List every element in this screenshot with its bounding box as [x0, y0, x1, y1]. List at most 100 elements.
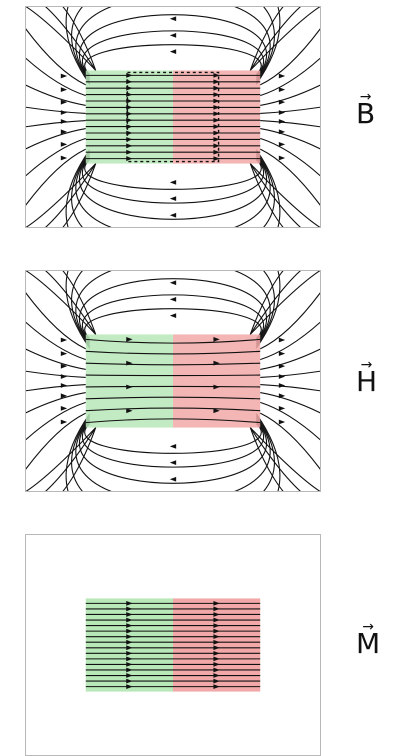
field-arrow: [278, 337, 286, 343]
field-line-corner: [62, 163, 97, 227]
field-line-right: [260, 57, 320, 97]
outer-field-lines: [26, 7, 320, 227]
field-arrow: [126, 384, 133, 390]
field-arrow: [126, 656, 133, 662]
field-arrow: [169, 16, 177, 22]
field-line-right: [259, 412, 320, 470]
outer-field-lines: [26, 271, 320, 491]
vector-arrow: →: [360, 357, 373, 373]
field-arrow: [213, 143, 220, 149]
field-arrow: [126, 673, 133, 678]
field-arrow: [213, 73, 220, 78]
magnetization-panel: [25, 534, 321, 756]
field-line-left: [26, 28, 87, 86]
field-arrow: [213, 650, 220, 656]
field-arrow: [213, 673, 220, 678]
field-line-top: [75, 7, 271, 81]
field-line-bottom: [84, 423, 262, 454]
field-arrow: [213, 156, 220, 161]
field-arrow: [126, 623, 133, 628]
field-arrow: [60, 383, 68, 388]
field-arrow: [213, 667, 220, 673]
magnet-south-half: [85, 334, 173, 428]
magnetization-label: → M: [356, 619, 381, 660]
field-arrow: [213, 149, 220, 155]
magnet-south-half: [85, 598, 173, 692]
field-line-corner: [26, 271, 97, 335]
field-line-right: [260, 321, 320, 361]
field-arrow: [60, 99, 68, 105]
field-arrow: [169, 296, 177, 302]
field-arrow: [60, 73, 68, 79]
field-line-corner: [249, 163, 302, 227]
b-field-panel: [25, 6, 321, 228]
field-line-left: [26, 148, 87, 206]
field-line-right: [259, 28, 320, 86]
field-arrow: [126, 617, 133, 623]
h-field-label: → H: [356, 357, 378, 398]
field-arrow: [278, 351, 286, 357]
field-line-right: [260, 137, 320, 177]
field-line-corner: [249, 271, 320, 335]
field-line-corner: [249, 7, 320, 71]
field-line-left: [26, 412, 87, 470]
field-arrow: [213, 645, 220, 651]
field-arrow: [213, 105, 220, 110]
field-arrow: [213, 612, 220, 617]
field-line-top: [65, 7, 281, 85]
field-arrow: [126, 639, 133, 645]
field-arrow: [213, 337, 220, 342]
field-line-left: [26, 84, 86, 106]
field-line-corner: [26, 7, 97, 71]
field-arrow: [213, 408, 220, 414]
inner-line: [85, 362, 261, 366]
field-arrow: [126, 408, 133, 414]
field-arrow: [213, 678, 220, 684]
field-arrow: [126, 667, 133, 673]
field-arrow: [278, 405, 286, 411]
field-arrow: [60, 405, 68, 411]
field-arrow: [213, 662, 220, 667]
field-line-corner: [26, 427, 97, 491]
field-arrow: [213, 656, 220, 662]
field-line-bottom: [84, 159, 262, 190]
field-line-corner: [249, 163, 320, 227]
field-line-right: [260, 370, 320, 378]
field-line-corner: [62, 271, 97, 335]
field-arrow: [213, 137, 220, 142]
inner-line: [85, 407, 261, 412]
field-line-left: [26, 321, 86, 361]
field-line-bottom: [65, 149, 281, 227]
field-arrow: [213, 92, 220, 97]
field-line-bottom: [65, 413, 281, 491]
field-arrow: [60, 87, 68, 93]
field-arrow: [60, 419, 68, 425]
magnet-north-half: [173, 334, 261, 428]
field-arrow: [278, 374, 286, 379]
field-arrow: [213, 639, 220, 645]
field-line-top: [79, 278, 267, 343]
field-arrow: [126, 105, 133, 110]
field-arrow: [213, 98, 220, 104]
field-line-corner: [249, 427, 320, 491]
field-arrow: [213, 634, 220, 640]
inner-line: [85, 385, 261, 388]
field-line-top: [75, 271, 271, 345]
field-line-bottom: [79, 419, 267, 484]
field-line-top: [84, 308, 262, 339]
field-arrow: [126, 111, 133, 117]
field-arrow: [60, 155, 68, 161]
field-arrow: [213, 384, 220, 390]
field-arrow: [60, 119, 68, 124]
inner-field-lines: [85, 602, 261, 688]
field-line-right: [260, 120, 320, 128]
field-arrow: [60, 374, 68, 379]
field-line-top: [79, 14, 267, 79]
field-line-bottom: [81, 421, 265, 468]
field-arrow: [213, 124, 220, 129]
field-line-corner: [249, 427, 302, 491]
field-line-corner: [249, 271, 284, 335]
field-line-corner: [249, 271, 302, 335]
field-arrow: [126, 684, 133, 689]
field-arrow: [60, 110, 68, 115]
